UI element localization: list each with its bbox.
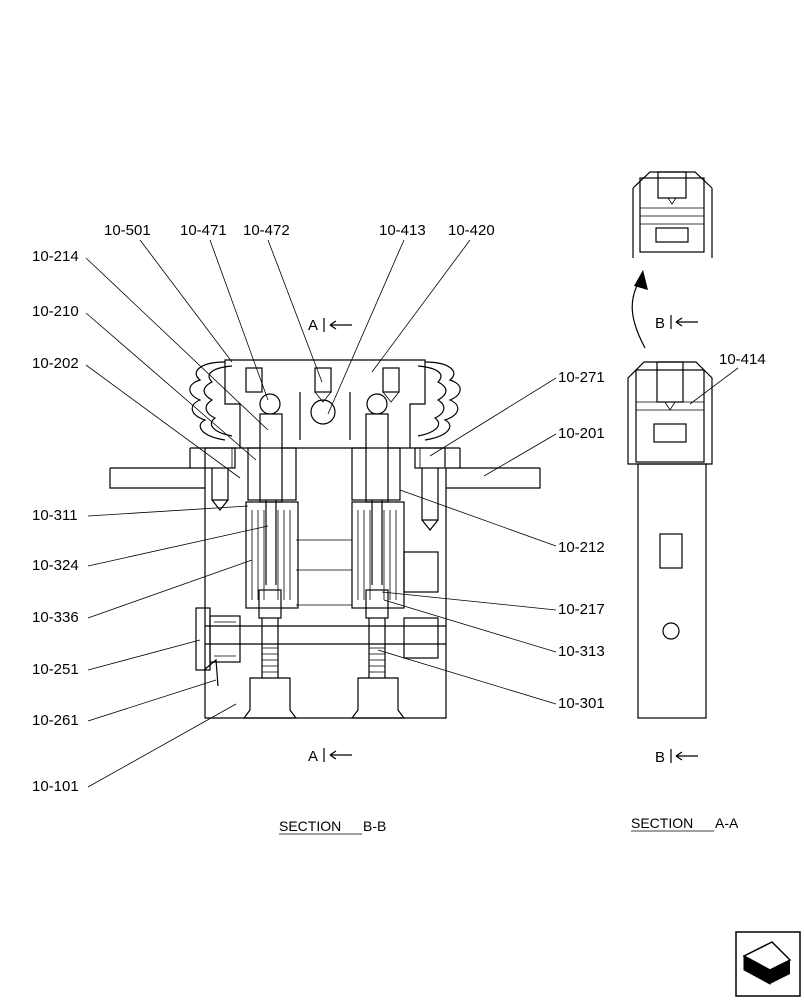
svg-text:10-313: 10-313 <box>558 643 605 660</box>
section-a-a-drawing <box>627 171 713 719</box>
callout-10-501: 10-501 <box>104 222 233 363</box>
callout-10-313: 10-313 <box>383 599 605 660</box>
section-b-b-caption: SECTION B-B <box>279 818 386 835</box>
callout-10-261: 10-261 <box>32 679 217 729</box>
svg-text:10-420: 10-420 <box>448 222 495 239</box>
page-turn-arrow-icon[interactable] <box>735 931 801 997</box>
cut-marker-a-top: A <box>308 317 352 334</box>
svg-text:10-271: 10-271 <box>558 369 605 386</box>
callout-10-210: 10-210 <box>32 303 257 461</box>
svg-text:10-471: 10-471 <box>180 222 227 239</box>
callout-10-324: 10-324 <box>32 525 269 574</box>
callout-10-217: 10-217 <box>381 591 605 618</box>
cut-marker-b-bottom: B <box>655 749 698 766</box>
svg-text:B: B <box>655 315 665 332</box>
callout-10-471: 10-471 <box>180 222 269 401</box>
callout-10-311: 10-311 <box>32 505 249 524</box>
svg-text:10-501: 10-501 <box>104 222 151 239</box>
callout-10-214: 10-214 <box>32 248 269 431</box>
callout-10-301: 10-301 <box>377 649 605 712</box>
svg-text:10-101: 10-101 <box>32 778 79 795</box>
callout-10-201: 10-201 <box>483 425 605 477</box>
cut-marker-a-bottom: A <box>308 748 352 765</box>
callout-10-271: 10-271 <box>429 369 605 457</box>
svg-text:10-301: 10-301 <box>558 695 605 712</box>
cut-marker-b-top: B <box>655 315 698 332</box>
svg-text:10-201: 10-201 <box>558 425 605 442</box>
svg-text:A: A <box>308 748 318 765</box>
svg-text:B: B <box>655 749 665 766</box>
svg-text:10-413: 10-413 <box>379 222 426 239</box>
svg-text:10-472: 10-472 <box>243 222 290 239</box>
callout-10-420: 10-420 <box>371 222 495 373</box>
callout-10-212: 10-212 <box>399 489 605 556</box>
section-a-a-caption: SECTION A-A <box>631 815 739 832</box>
svg-text:10-311: 10-311 <box>32 507 78 524</box>
svg-text:10-202: 10-202 <box>32 355 79 372</box>
callout-10-472: 10-472 <box>243 222 323 383</box>
section-b-b-drawing <box>109 359 541 719</box>
svg-text:10-261: 10-261 <box>32 712 79 729</box>
svg-text:10-251: 10-251 <box>32 661 79 678</box>
svg-text:SECTION: SECTION <box>631 815 693 831</box>
svg-text:B-B: B-B <box>363 818 386 834</box>
callout-10-413: 10-413 <box>327 222 426 415</box>
callout-10-251: 10-251 <box>32 639 201 678</box>
svg-text:10-214: 10-214 <box>32 248 79 265</box>
svg-text:A: A <box>308 317 318 334</box>
svg-text:10-336: 10-336 <box>32 609 79 626</box>
callout-10-336: 10-336 <box>32 559 253 626</box>
svg-text:SECTION: SECTION <box>279 818 341 834</box>
callout-10-202: 10-202 <box>32 355 241 479</box>
svg-text:10-212: 10-212 <box>558 539 605 556</box>
svg-text:10-210: 10-210 <box>32 303 79 320</box>
callout-10-101: 10-101 <box>32 703 237 795</box>
svg-text:10-414: 10-414 <box>719 351 766 368</box>
svg-text:10-324: 10-324 <box>32 557 79 574</box>
svg-text:10-217: 10-217 <box>558 601 605 618</box>
callout-10-414: 10-414 <box>689 351 766 405</box>
svg-text:A-A: A-A <box>715 815 739 831</box>
